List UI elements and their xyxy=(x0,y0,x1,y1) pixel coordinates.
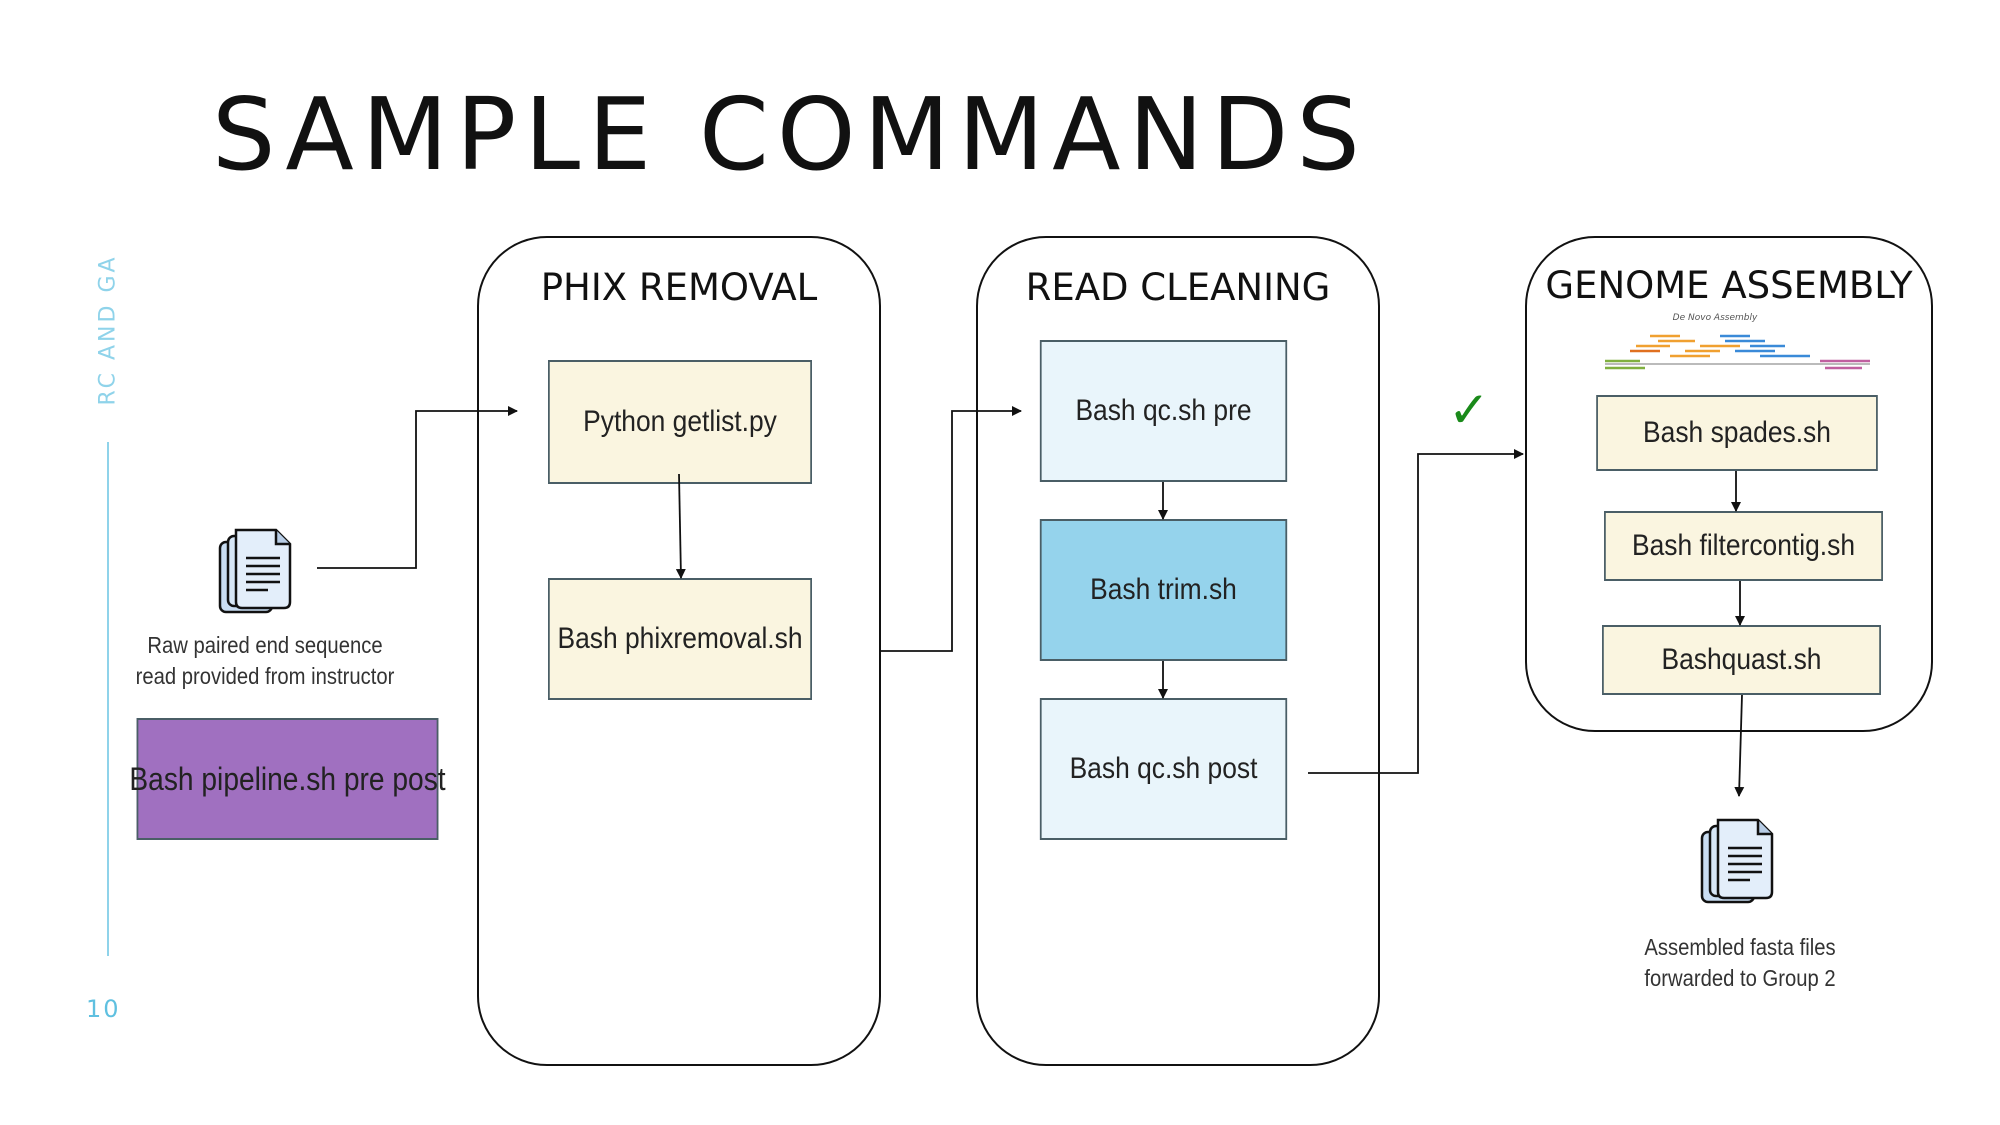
assembly-image-caption: De Novo Assembly xyxy=(1672,313,1758,323)
trim-step: Bash trim.sh xyxy=(1039,519,1288,661)
phix-removal-title: PHIX REMOVAL xyxy=(540,266,818,309)
qc-post-step: Bash qc.sh post xyxy=(1039,698,1288,840)
quast-to-output-arrow xyxy=(1734,694,1745,797)
de-novo-assembly-illustration xyxy=(1605,334,1870,370)
check-icon: ✓ xyxy=(1448,381,1490,439)
output-caption: Assembled fasta files forwarded to Group… xyxy=(1608,932,1872,994)
input-document-stack-icon xyxy=(218,528,292,614)
output-document-stack-icon xyxy=(1700,818,1774,904)
spades-step: Bash spades.sh xyxy=(1596,395,1878,471)
read-cleaning-title: READ CLEANING xyxy=(1025,266,1331,309)
side-divider xyxy=(107,442,109,956)
quast-step: Bashquast.sh xyxy=(1602,625,1881,695)
input-to-phix-arrow xyxy=(317,406,518,569)
pipeline-command-box: Bash pipeline.sh pre post xyxy=(129,718,446,840)
page-title: SAMPLE COMMANDS xyxy=(212,76,1368,193)
genome-assembly-title: GENOME ASSEMBLY xyxy=(1545,264,1913,307)
input-caption: Raw paired end sequence read provided fr… xyxy=(133,630,397,692)
qc-pre-step: Bash qc.sh pre xyxy=(1039,340,1288,482)
input-caption-line2: read provided from instructor xyxy=(135,663,395,689)
filtercontig-step: Bash filtercontig.sh xyxy=(1604,511,1883,581)
output-caption-line1: Assembled fasta files xyxy=(1644,934,1836,960)
input-caption-line1: Raw paired end sequence xyxy=(147,632,383,658)
phix-to-cleaning-arrow xyxy=(881,406,1022,652)
cleaning-to-assembly-arrow xyxy=(1308,449,1524,774)
output-caption-line2: forwarded to Group 2 xyxy=(1644,965,1836,991)
phixremoval-step: Bash phixremoval.sh xyxy=(548,578,812,700)
page-number: 10 xyxy=(86,995,121,1023)
getlist-to-phixremoval-arrow xyxy=(675,473,686,579)
